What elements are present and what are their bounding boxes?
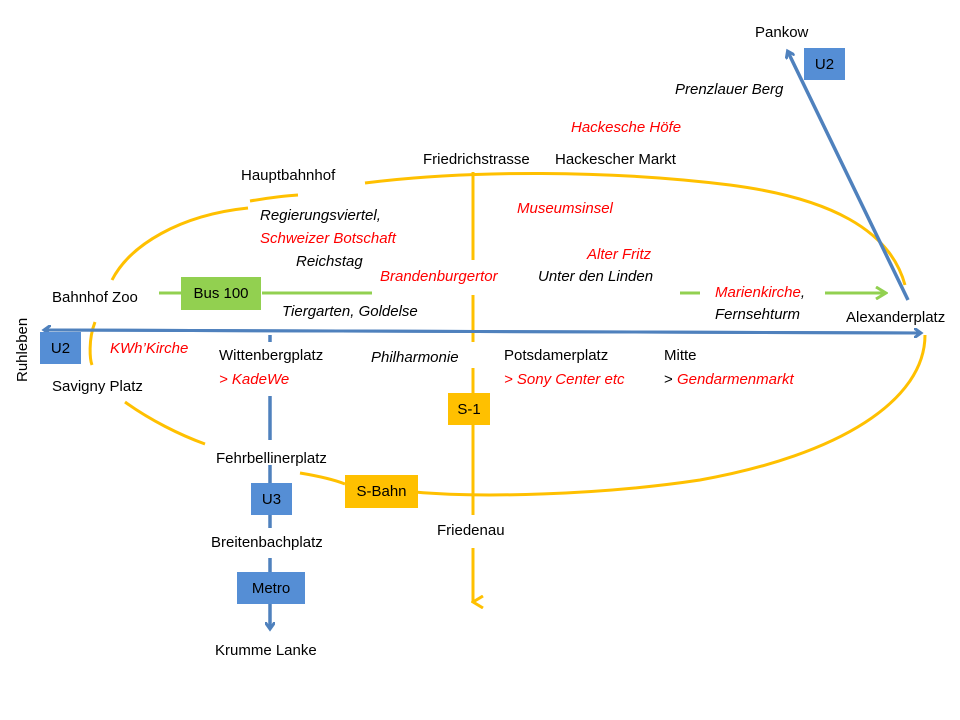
station-savigny-platz: Savigny Platz xyxy=(52,378,143,395)
station-breitenbachplatz: Breitenbachplatz xyxy=(211,534,323,551)
landmark-kwh-kirche: KWh’Kirche xyxy=(110,340,189,357)
station-alexanderplatz: Alexanderplatz xyxy=(846,309,946,326)
station-bahnhof-zoo: Bahnhof Zoo xyxy=(52,289,138,306)
station-pankow: Pankow xyxy=(755,24,809,41)
station-hackescher-markt: Hackescher Markt xyxy=(555,151,676,168)
u2-line xyxy=(45,330,920,333)
station-friedenau: Friedenau xyxy=(437,522,505,539)
landmark-gendarmenmarkt-name: Gendarmenmarkt xyxy=(676,371,794,388)
s-bahn-badge: S-Bahn xyxy=(345,475,418,508)
landmark-unter-den-linden: Unter den Linden xyxy=(538,268,654,285)
u2-north-badge: U2 xyxy=(804,48,845,80)
s-bahn-ring xyxy=(88,172,927,497)
station-potsdamerplatz: Potsdamerplatz xyxy=(504,347,609,364)
s1-badge: S-1 xyxy=(448,393,490,425)
landmark-schweizer-botschaft: Schweizer Botschaft xyxy=(260,230,396,247)
landmark-marienkirche: Marienkirche, xyxy=(715,284,805,302)
landmark-alter-fritz: Alter Fritz xyxy=(587,246,652,263)
u3-badge: U3 xyxy=(251,483,292,515)
landmark-reichstag: Reichstag xyxy=(296,253,363,270)
u2-north-line xyxy=(788,52,910,301)
landmark-marienkirche-name: Marienkirche xyxy=(715,284,801,301)
station-krumme-lanke: Krumme Lanke xyxy=(215,642,317,659)
landmark-sony-center: > Sony Center etc xyxy=(504,371,625,388)
station-mitte: Mitte xyxy=(664,347,697,364)
station-friedrichstrasse: Friedrichstrasse xyxy=(423,151,530,168)
metro-badge: Metro xyxy=(237,572,305,604)
landmark-philharmonie: Philharmonie xyxy=(371,349,459,366)
landmark-marienkirche-comma: , xyxy=(800,284,806,301)
landmark-tiergarten: Tiergarten, Goldelse xyxy=(282,303,418,320)
landmark-kadewe: > KadeWe xyxy=(219,371,290,388)
station-wittenbergplatz: Wittenbergplatz xyxy=(219,347,324,364)
station-fehrbellinerplatz: Fehrbellinerplatz xyxy=(216,450,327,467)
landmark-prenzlauer-berg: Prenzlauer Berg xyxy=(675,81,784,98)
landmark-hackesche-hoefe: Hackesche Höfe xyxy=(571,119,682,136)
landmark-museumsinsel: Museumsinsel xyxy=(517,200,613,217)
landmark-gendarmenmarkt-prefix: > xyxy=(664,371,677,388)
station-hauptbahnhof: Hauptbahnhof xyxy=(241,167,336,184)
landmark-regierungsviertel: Regierungsviertel, xyxy=(260,207,381,224)
bus-100-badge: Bus 100 xyxy=(181,277,261,310)
landmark-brandenburgertor: Brandenburgertor xyxy=(380,268,498,285)
u2-west-badge: U2 xyxy=(40,332,81,364)
station-ruhleben: Ruhleben xyxy=(14,317,31,382)
landmark-gendarmenmarkt: > Gendarmenmarkt xyxy=(664,371,794,389)
landmark-fernsehturm: Fernsehturm xyxy=(715,306,801,323)
